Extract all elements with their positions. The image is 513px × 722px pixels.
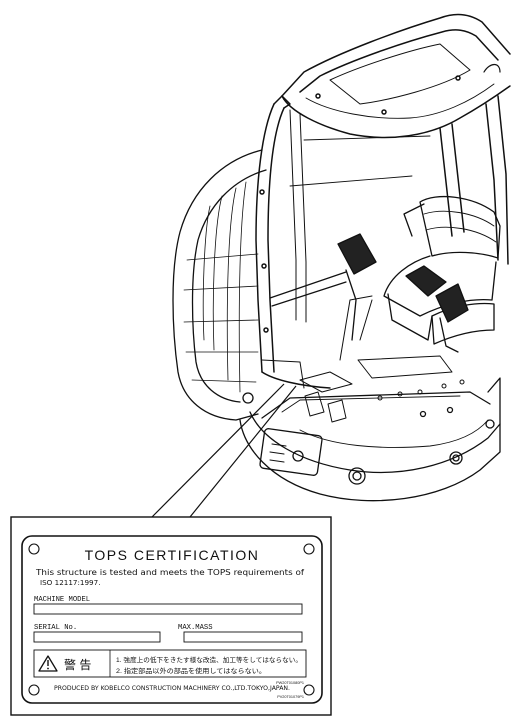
warning-word: 警 告 bbox=[64, 657, 91, 672]
machine-model-field bbox=[33, 603, 303, 615]
plate-statement-line2: ISO 12117:1997. bbox=[40, 578, 101, 587]
serial-no-field bbox=[33, 631, 161, 643]
certification-plate-callout: TOPS CERTIFICATION This structure is tes… bbox=[10, 516, 332, 716]
serial-no-label: SERIAL No. bbox=[34, 624, 77, 632]
canopy-frame bbox=[255, 13, 511, 389]
cab-floor bbox=[299, 295, 465, 423]
max-mass-field bbox=[183, 631, 303, 643]
left-fender bbox=[172, 149, 267, 421]
max-mass-label: MAX.MASS bbox=[178, 624, 213, 632]
part-number-2: PV20T01079P1 bbox=[277, 695, 304, 699]
producer-line: PRODUCED BY KOBELCO CONSTRUCTION MACHINE… bbox=[54, 685, 290, 692]
operator-seat bbox=[337, 195, 501, 353]
leader-lines bbox=[151, 383, 297, 518]
part-number-1: PW20T01080P1 bbox=[276, 681, 304, 685]
mounting-hole-icon bbox=[303, 543, 315, 555]
plate-title: TOPS CERTIFICATION bbox=[85, 547, 260, 563]
mounting-hole-icon bbox=[28, 684, 40, 696]
plate-statement-line1: This structure is tested and meets the T… bbox=[35, 568, 305, 577]
mini-excavator-cab-illustration bbox=[172, 13, 511, 502]
tops-plate bbox=[21, 535, 323, 704]
warning-item-1: 1. 強度上の低下をきたす様な改造、加工等をしてはならない。 bbox=[116, 655, 302, 664]
warning-box bbox=[33, 649, 307, 678]
mounting-hole-icon bbox=[303, 684, 315, 696]
warning-item-2: 2. 指定部品以外の部品を使用してはならない。 bbox=[116, 666, 266, 675]
machine-base bbox=[239, 377, 501, 502]
warning-triangle-icon bbox=[38, 655, 58, 672]
mounting-hole-icon bbox=[28, 543, 40, 555]
machine-model-label: MACHINE MODEL bbox=[34, 596, 90, 604]
